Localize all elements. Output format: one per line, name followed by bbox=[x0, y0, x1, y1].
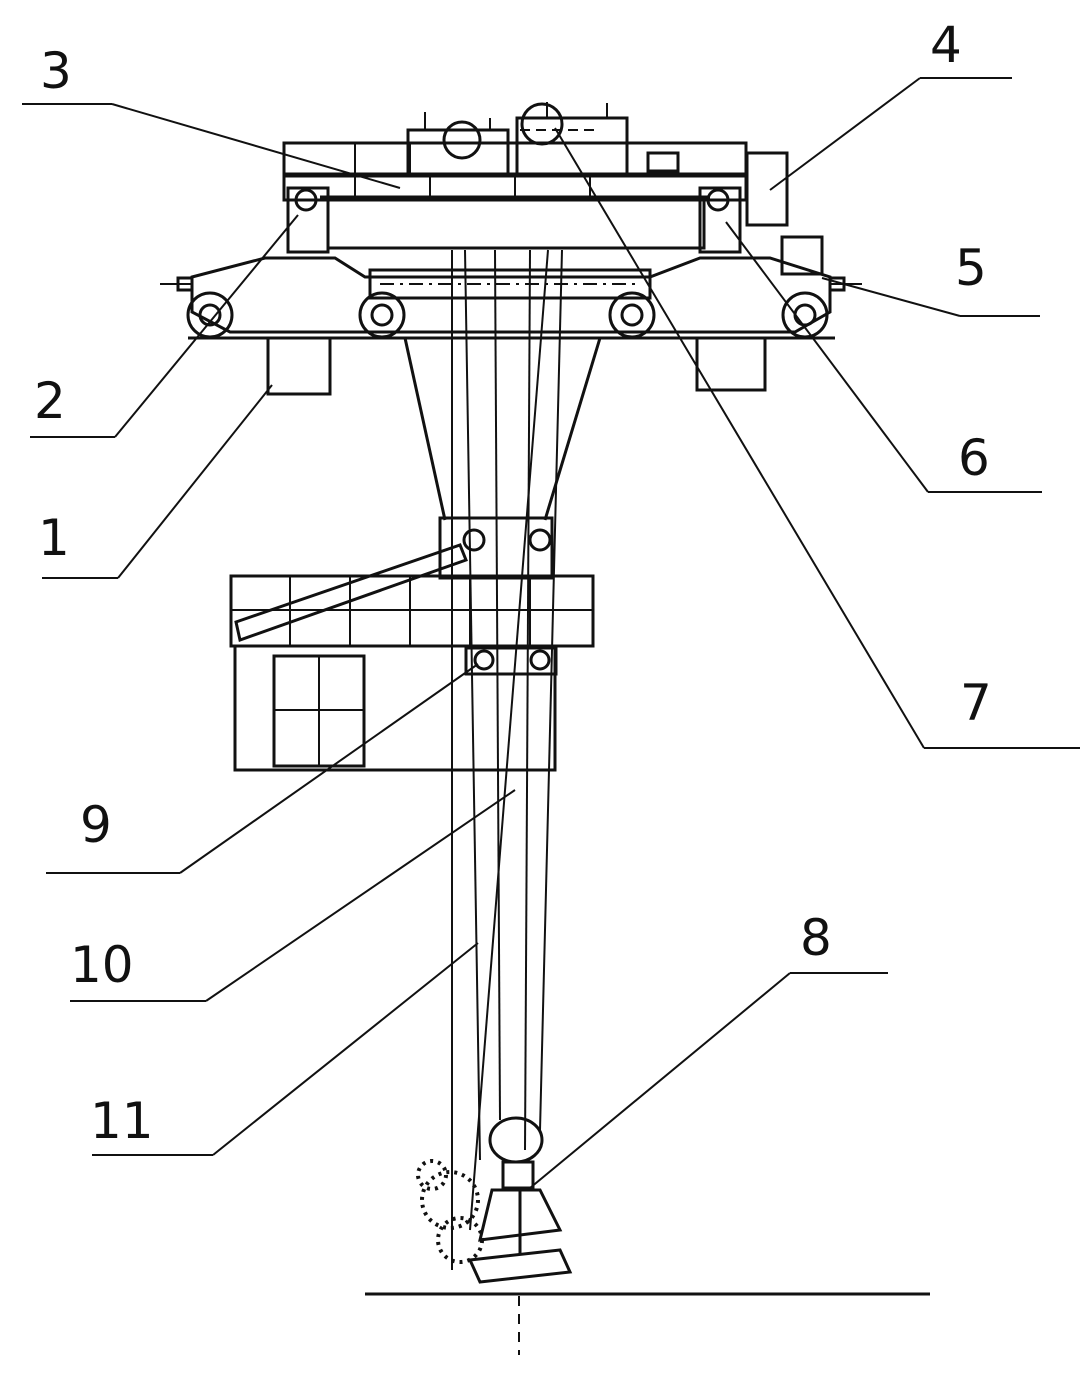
callout-1: 1 bbox=[38, 509, 70, 567]
callout-4: 4 bbox=[930, 16, 962, 74]
callout-6: 6 bbox=[958, 429, 990, 487]
callout-7: 7 bbox=[960, 674, 992, 732]
gantry-beam bbox=[160, 256, 862, 340]
callout-10: 10 bbox=[70, 936, 134, 994]
trolley-wheels bbox=[286, 186, 742, 254]
leader-lines bbox=[22, 77, 1080, 1189]
callout-5: 5 bbox=[955, 239, 987, 297]
winch-assembly bbox=[406, 102, 629, 177]
gantry-wheels bbox=[186, 291, 829, 339]
mast bbox=[403, 249, 602, 1270]
callout-3: 3 bbox=[40, 42, 72, 100]
control-box bbox=[780, 235, 824, 276]
callout-8: 8 bbox=[800, 909, 832, 967]
rail-support-left bbox=[266, 336, 332, 396]
rail-support-right bbox=[695, 336, 767, 392]
side-box bbox=[646, 151, 680, 173]
operator-platform bbox=[229, 543, 595, 772]
motor-box bbox=[745, 151, 789, 227]
callout-9: 9 bbox=[80, 796, 112, 854]
callout-2: 2 bbox=[34, 372, 66, 430]
grab-assembly bbox=[416, 1116, 573, 1284]
callout-11: 11 bbox=[90, 1092, 154, 1150]
